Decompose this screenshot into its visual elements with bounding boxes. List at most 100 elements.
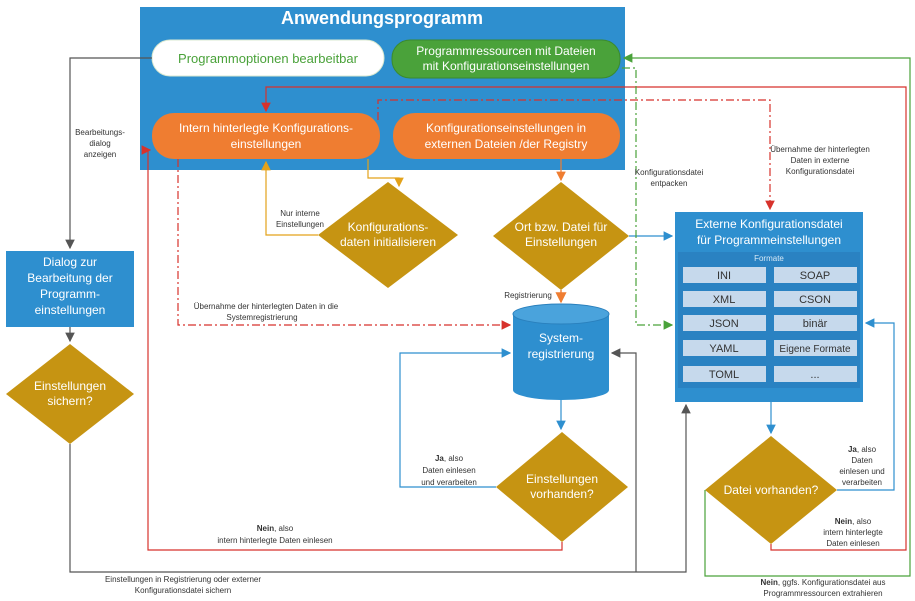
decision-save-line2: sichern? (47, 394, 93, 408)
format-custom: Eigene Formate (779, 344, 851, 355)
decision-present[interactable] (496, 432, 628, 542)
label-no-file-rest: , also (852, 517, 872, 526)
label-save-bottom-1: Einstellungen in Registrierung oder exte… (105, 575, 261, 584)
label-no-file-line3: Daten einlesen (826, 539, 879, 548)
label-take-ext-1: Übernahme der hinterlegten (770, 145, 870, 154)
registry-line1: System- (539, 331, 583, 345)
label-yes-reg: Ja, also Daten einlesen und verarbeiten (421, 454, 477, 487)
format-toml: TOML (709, 369, 739, 381)
format-box-custom (774, 340, 857, 356)
edge-options-dialog (65, 57, 152, 250)
format-box-json (683, 315, 766, 331)
decision-file-line1: Datei vorhanden? (724, 483, 819, 497)
format-xml: XML (713, 294, 736, 306)
decision-file[interactable] (705, 436, 837, 544)
svg-text:Nein, ggfs. Konfigurationsdate: Nein, ggfs. Konfigurationsdatei aus (761, 578, 886, 587)
format-cson: CSON (799, 294, 831, 306)
external-line2: externen Dateien /der Registry (425, 137, 588, 151)
label-take-registry-1: Übernahme der hinterlegten Daten in die (194, 302, 339, 311)
dialog-line1: Dialog zur (43, 255, 97, 269)
label-no-file-bold: Nein (835, 517, 852, 526)
internal-box[interactable] (152, 113, 380, 159)
format-grid: INI SOAP XML CSON JSON binär YAML Eigene… (683, 267, 857, 382)
svg-text:Ja, also: Ja, also (848, 445, 877, 454)
label-only-internal-1: Nur interne (280, 209, 320, 218)
svg-text:Nein, also: Nein, also (257, 524, 294, 533)
label-unpack-1: Konfigurationsdatei (635, 168, 704, 177)
label-yes-file-bold: Ja (848, 445, 857, 454)
extfile-title-line1: Externe Konfigurationsdatei (695, 217, 842, 231)
format-box-cson (774, 291, 857, 307)
label-no-reg: Nein, also intern hinterlegte Daten einl… (217, 524, 332, 545)
label-yes-file-rest: , also (857, 445, 877, 454)
format-more: ... (810, 369, 819, 381)
internal-line2: einstellungen (231, 137, 302, 151)
edge-internal-init (367, 159, 404, 188)
label-take-registry-2: Systemregistrierung (226, 313, 297, 322)
options-label: Programmoptionen bearbeitbar (178, 51, 359, 66)
decision-save[interactable] (6, 344, 134, 444)
decision-location-line2: Einstellungen (525, 235, 597, 249)
decision-init[interactable] (318, 182, 458, 288)
label-yes-reg-bold: Ja (435, 454, 444, 463)
format-box-ini (683, 267, 766, 283)
dialog-line3: Programm- (40, 287, 100, 301)
label-no-extract-line2: Programmressourcen extrahieren (763, 589, 882, 598)
registry-cylinder-top (512, 303, 610, 325)
label-no-reg-line2: intern hinterlegte Daten einlesen (217, 536, 332, 545)
label-no-extract-bold: Nein (761, 578, 778, 587)
label-no-reg-rest: , also (274, 524, 294, 533)
label-unpack-2: entpacken (651, 179, 688, 188)
label-edit-dialog-line2: dialog (89, 139, 110, 148)
edge-resources-unpack (622, 67, 674, 330)
decision-present-line2: vorhanden? (530, 487, 594, 501)
format-box-yaml (683, 340, 766, 356)
label-save-bottom-2: Konfigurationsdatei sichern (135, 586, 232, 595)
format-yaml: YAML (709, 343, 738, 355)
label-yes-file-line4: verarbeiten (842, 478, 882, 487)
label-edit-dialog: Bearbeitungs- dialog anzeigen (75, 128, 125, 159)
resources-box[interactable] (391, 39, 621, 79)
svg-text:Nein, also: Nein, also (835, 517, 872, 526)
label-registrierung: Registrierung (504, 291, 552, 300)
label-no-extract-rest: , ggfs. Konfigurationsdatei aus (778, 578, 886, 587)
format-soap: SOAP (800, 270, 831, 282)
app-title: Anwendungsprogramm (281, 8, 483, 28)
label-edit-dialog-line3: anzeigen (84, 150, 116, 159)
decision-location[interactable] (493, 182, 629, 290)
label-only-internal-2: Einstellungen (276, 220, 324, 229)
internal-line1: Intern hinterlegte Konfigurations- (179, 121, 353, 135)
edge-save-bottom (69, 403, 691, 573)
label-yes-reg-line3: und verarbeiten (421, 478, 477, 487)
decision-location-line1: Ort bzw. Datei für (515, 220, 608, 234)
formats-label: Formate (754, 254, 784, 263)
format-box-soap (774, 267, 857, 283)
decision-present-line1: Einstellungen (526, 472, 598, 486)
label-no-extract: Nein, ggfs. Konfigurationsdatei aus Prog… (761, 578, 886, 598)
edge-init-internal (261, 160, 318, 236)
format-box-binaer (774, 315, 857, 331)
dialog-line4: einstellungen (35, 303, 106, 317)
label-take-ext-2: Daten in externe (791, 156, 850, 165)
format-ini: INI (717, 270, 731, 282)
resources-line1: Programmressourcen mit Dateien (416, 44, 595, 58)
edge-present-yes (399, 348, 512, 488)
label-yes-reg-rest: , also (444, 454, 464, 463)
edge-internal-extfile (377, 99, 775, 211)
label-yes-file-line2: Daten (851, 456, 872, 465)
dialog-line2: Bearbeitung der (27, 271, 112, 285)
label-yes-file-line3: einlesen und (839, 467, 884, 476)
format-box-more (774, 366, 857, 382)
edge-present-no (141, 145, 563, 551)
external-box[interactable] (393, 113, 620, 159)
format-box-xml (683, 291, 766, 307)
label-no-file: Nein, also intern hinterlegte Daten einl… (823, 517, 883, 548)
format-binaer: binär (803, 318, 828, 330)
edge-file-yes (837, 318, 895, 491)
dialog-box[interactable] (6, 251, 134, 327)
registry-cylinder[interactable] (513, 314, 609, 400)
decision-init-line2: daten initialisieren (340, 235, 436, 249)
registry-line2: registrierung (528, 347, 595, 361)
